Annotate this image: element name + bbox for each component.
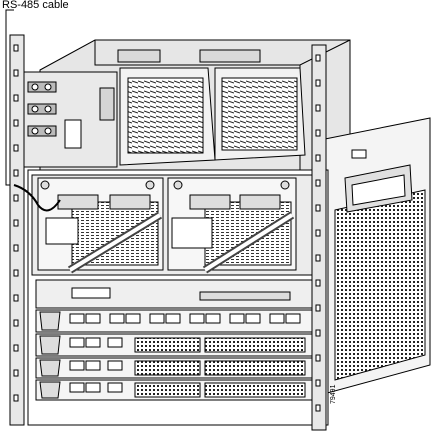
power-tray-right	[167, 177, 297, 274]
figure-id: 79491	[330, 384, 337, 404]
power-terminal-block	[21, 71, 118, 168]
rack-rail-right	[311, 44, 327, 431]
ejector-levers	[39, 311, 61, 399]
line-card-ports	[69, 313, 301, 393]
power-supply-fans	[119, 67, 306, 166]
power-tray-left	[37, 177, 164, 274]
rs485-cable	[13, 184, 61, 212]
callout-label: RS-485 cable	[2, 0, 69, 11]
side-panel	[319, 117, 431, 396]
rack-rail-left	[9, 34, 25, 426]
